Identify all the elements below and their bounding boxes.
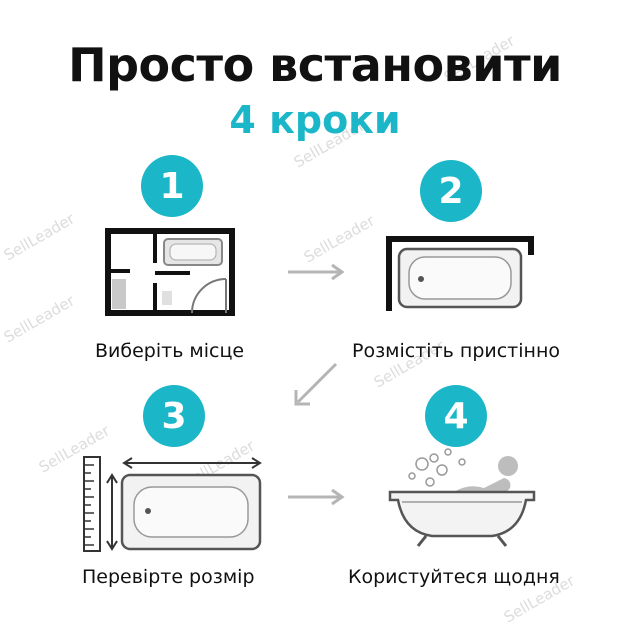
page-subtitle: 4 кроки [229, 98, 401, 142]
wall-bathtub-icon [386, 236, 534, 311]
step-4-badge: 4 [425, 385, 487, 447]
watermark: SellLeader [0, 209, 78, 265]
step-3-label: Перевірте розмір [82, 566, 255, 588]
watermark: SellLeader [0, 291, 78, 347]
arrow-diagonal-icon [294, 362, 338, 406]
floor-plan-icon [105, 228, 235, 316]
measure-bathtub-icon [83, 456, 262, 552]
arrow-right-icon [288, 263, 345, 281]
person-bathing-icon [388, 448, 536, 547]
step-4-label: Користуйтеся щодня [348, 566, 560, 588]
arrow-right-icon [288, 488, 345, 506]
page-title: Просто встановити [68, 38, 562, 92]
step-3-badge: 3 [143, 385, 205, 447]
step-1-badge: 1 [141, 155, 203, 217]
step-2-label: Розмістіть пристінно [352, 340, 560, 362]
watermark: SellLeader [300, 211, 378, 267]
step-2-badge: 2 [420, 160, 482, 222]
step-1-label: Виберіть місце [95, 340, 245, 362]
